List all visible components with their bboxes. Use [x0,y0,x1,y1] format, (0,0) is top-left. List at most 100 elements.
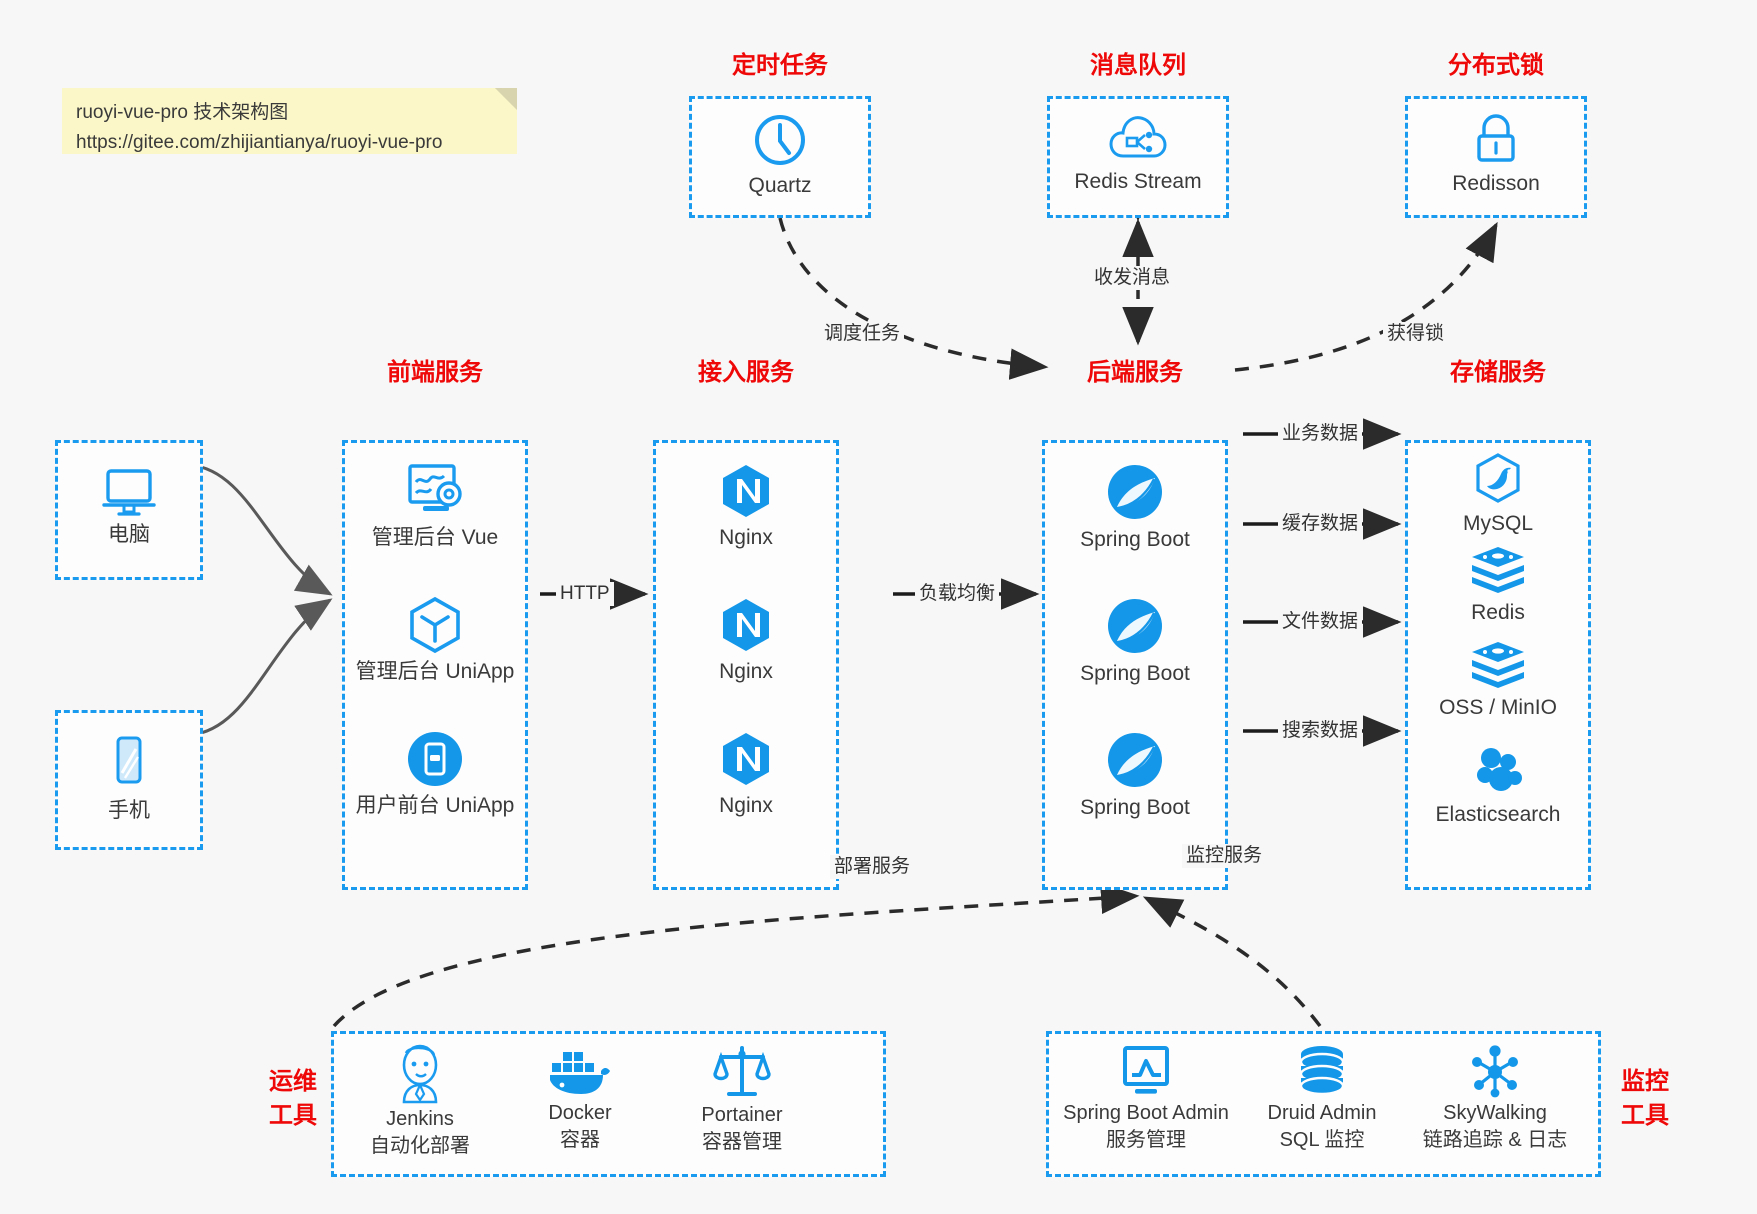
node-label-redisson: Redisson [1452,172,1540,195]
edge-label-search-data: 搜索数据 [1278,719,1363,743]
monitor-tools-line-2: 工具 [1621,1102,1669,1129]
spring-boot-icon [1108,599,1162,653]
desktop-computer-icon [102,469,156,516]
portainer-scales-icon [713,1046,771,1096]
node-label-nginx-2: Nginx [719,660,773,683]
devops-tools-line-1: 运维 [269,1068,317,1095]
mobile-phone-icon [116,736,142,784]
node-spring-boot-admin[interactable]: Spring Boot Admin 服务管理 [1046,1044,1246,1154]
note-line-1: ruoyi-vue-pro 技术架构图 [76,102,289,123]
skywalking-network-icon [1472,1045,1518,1098]
group-box-frontend-service [342,440,528,890]
group-title-distributed-lock: 分布式锁 [1448,52,1544,79]
node-mysql[interactable]: MySQL [1405,452,1591,538]
group-title-scheduled-task: 定时任务 [732,52,828,79]
devops-tools-line-2: 工具 [269,1102,317,1129]
node-label-admin-uniapp: 管理后台 UniApp [355,660,515,683]
note-fold-icon [495,88,517,110]
spring-boot-icon [1108,465,1162,519]
node-label-redis: Redis [1471,601,1525,624]
group-box-devops-tools [331,1031,886,1177]
node-label-phone: 手机 [108,799,150,822]
node-label-docker: Docker [548,1102,612,1124]
group-box-storage-service [1405,440,1591,890]
node-label-portainer: Portainer [701,1104,783,1126]
node-spring-boot-3[interactable]: Spring Boot [1042,730,1228,822]
node-label-spring-boot-1: Spring Boot [1080,528,1190,551]
node-sublabel-docker: 容器 [560,1129,600,1151]
edge-label-load-balance: 负载均衡 [915,582,1000,606]
redis-icon [1472,547,1524,593]
clock-icon [755,115,805,165]
jenkins-icon [402,1044,438,1104]
user-app-icon [408,732,462,786]
node-phone[interactable]: 手机 [55,735,203,825]
uniapp-cube-icon [410,596,460,654]
cloud-stream-icon [1109,116,1167,158]
node-sublabel-druid-admin: SQL 监控 [1279,1129,1365,1151]
node-sublabel-spring-boot-admin: 服务管理 [1106,1129,1186,1151]
node-redis-stream[interactable]: Redis Stream [1047,112,1229,196]
monitor-tools-line-1: 监控 [1621,1068,1669,1095]
monitor-chart-icon [1123,1046,1169,1094]
edge-label-file-data: 文件数据 [1278,610,1363,634]
title-note: ruoyi-vue-pro 技术架构图 https://gitee.com/zh… [62,88,517,154]
lock-icon [1477,114,1515,162]
group-title-storage-service: 存储服务 [1450,359,1546,386]
group-title-message-queue: 消息队列 [1090,52,1186,79]
node-label-elasticsearch: Elasticsearch [1435,803,1561,826]
group-box-backend-service [1042,440,1228,890]
elasticsearch-icon [1477,748,1522,791]
node-redisson[interactable]: Redisson [1405,112,1587,198]
node-label-quartz: Quartz [748,174,812,197]
node-sublabel-skywalking: 链路追踪 & 日志 [1422,1129,1568,1151]
node-admin-uniapp[interactable]: 管理后台 UniApp [342,596,528,686]
group-title-backend-service: 后端服务 [1087,359,1183,386]
node-label-oss-minio: OSS / MinIO [1439,696,1557,719]
nginx-icon [723,733,769,785]
docker-icon [550,1052,610,1094]
nginx-icon [723,599,769,651]
node-label-spring-boot-3: Spring Boot [1080,796,1190,819]
node-nginx-3[interactable]: Nginx [653,730,839,820]
node-sublabel-jenkins: 自动化部署 [370,1135,470,1157]
admin-dashboard-icon [408,464,462,511]
group-title-frontend-service: 前端服务 [387,359,483,386]
node-label-nginx-3: Nginx [719,794,773,817]
node-computer[interactable]: 电脑 [55,465,203,549]
edge-label-cache-data: 缓存数据 [1278,512,1363,536]
node-druid-admin[interactable]: Druid Admin SQL 监控 [1242,1044,1402,1154]
box-computer [55,440,203,580]
group-title-monitor-tools: 监控 工具 [1610,1065,1680,1133]
node-oss-minio[interactable]: OSS / MinIO [1405,640,1591,722]
node-redis[interactable]: Redis [1405,545,1591,627]
mysql-icon [1476,453,1520,503]
node-admin-vue[interactable]: 管理后台 Vue [342,462,528,552]
node-label-mysql: MySQL [1462,512,1533,535]
note-line-2: https://gitee.com/zhijiantianya/ruoyi-vu… [76,132,443,153]
group-title-devops-tools: 运维 工具 [258,1065,328,1133]
node-skywalking[interactable]: SkyWalking 链路追踪 & 日志 [1400,1044,1590,1154]
node-label-admin-vue: 管理后台 Vue [371,526,499,549]
node-docker[interactable]: Docker 容器 [500,1044,660,1154]
node-portainer[interactable]: Portainer 容器管理 [662,1044,822,1156]
node-label-redis-stream: Redis Stream [1074,170,1202,193]
node-label-druid-admin: Druid Admin [1267,1102,1377,1124]
node-nginx-1[interactable]: Nginx [653,462,839,552]
oss-minio-icon [1472,642,1524,688]
node-spring-boot-2[interactable]: Spring Boot [1042,596,1228,688]
node-label-user-uniapp: 用户前台 UniApp [355,794,515,817]
node-elasticsearch[interactable]: Elasticsearch [1405,745,1591,829]
node-label-computer: 电脑 [108,523,150,546]
edge-label-monitor-service: 监控服务 [1182,844,1267,868]
node-user-uniapp[interactable]: 用户前台 UniApp [342,730,528,820]
node-jenkins[interactable]: Jenkins 自动化部署 [340,1044,500,1160]
nginx-icon [723,465,769,517]
edge-label-acquire-lock: 获得锁 [1383,322,1449,346]
spring-boot-icon [1108,733,1162,787]
edge-label-http: HTTP [556,582,614,606]
node-spring-boot-1[interactable]: Spring Boot [1042,462,1228,554]
node-sublabel-portainer: 容器管理 [702,1131,782,1153]
node-quartz[interactable]: Quartz [689,112,871,200]
node-nginx-2[interactable]: Nginx [653,596,839,686]
